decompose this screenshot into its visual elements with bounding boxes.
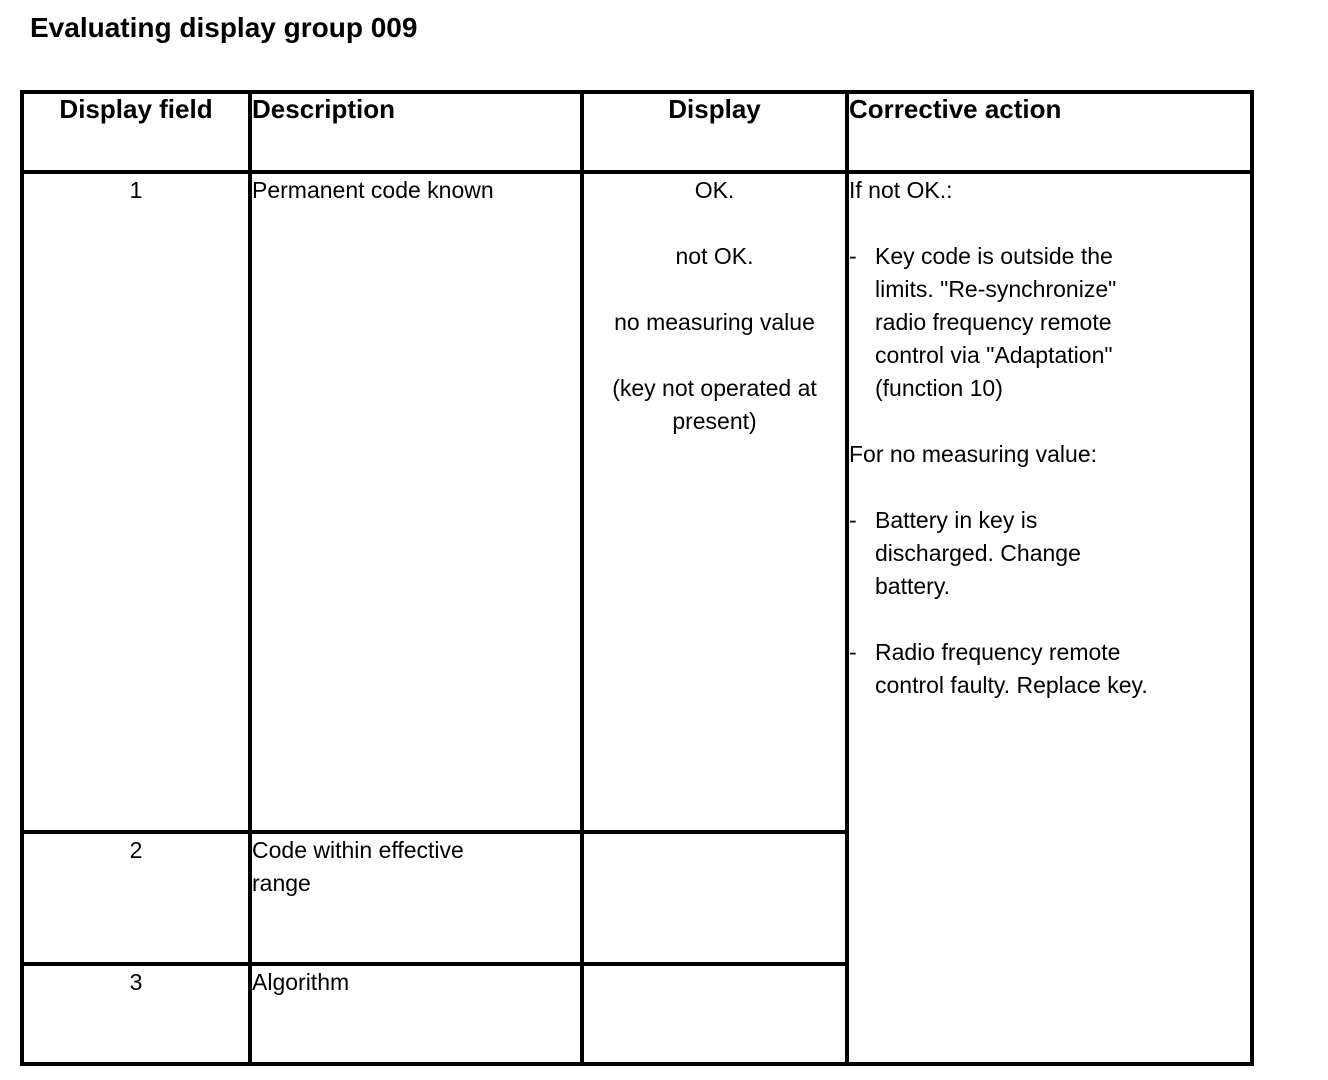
description-cell-2: Code within effective range	[248, 830, 584, 966]
table-header-row: Display field Description Display Correc…	[20, 90, 1254, 174]
corrective-bullet-text: Radio frequency remote control faulty. R…	[875, 639, 1148, 698]
table-row-1: 1 Permanent code known OK. not OK. no me…	[20, 170, 1254, 1066]
bullet-dash: -	[849, 243, 857, 269]
corrective-bullet-battery: - Battery in key is discharged. Change b…	[849, 504, 1248, 603]
display-field-number-3: 3	[20, 962, 252, 1066]
display-item-not-ok: not OK.	[675, 243, 754, 269]
corrective-bullet-key-code: - Key code is outside the limits. "Re-sy…	[849, 240, 1248, 405]
bullet-dash: -	[849, 639, 857, 665]
corrective-bullet-text: Battery in key is discharged. Change bat…	[875, 507, 1081, 599]
bullet-dash: -	[849, 507, 857, 533]
col-header-display-field: Display field	[20, 90, 252, 174]
display-item-key-not-operated: (key not operated at present)	[612, 375, 817, 434]
table-row-3: 3 Algorithm	[20, 962, 1252, 1066]
table-row-2: 2 Code within effective range	[20, 830, 1252, 966]
col-header-description: Description	[248, 90, 584, 174]
display-values-cell-2	[580, 830, 849, 966]
description-cell-3: Algorithm	[248, 962, 584, 1066]
display-group-table: Display field Description Display Correc…	[20, 90, 1254, 1066]
display-values-cell-1: OK. not OK. no measuring value (key not …	[580, 170, 849, 834]
corrective-action-cell: If not OK.: - Key code is outside the li…	[845, 170, 1254, 1066]
col-header-corrective-action: Corrective action	[845, 90, 1254, 174]
display-field-number-2: 2	[20, 830, 252, 966]
description-cell-1: Permanent code known	[248, 170, 584, 834]
corrective-intro-no-measuring-value: For no measuring value:	[849, 441, 1098, 467]
corrective-bullet-replace-key: - Radio frequency remote control faulty.…	[849, 636, 1248, 702]
display-field-number-1: 1	[20, 170, 252, 834]
display-item-no-measuring-value: no measuring value	[614, 309, 815, 335]
corrective-intro-if-not-ok: If not OK.:	[849, 177, 953, 203]
page-title: Evaluating display group 009	[30, 12, 418, 43]
corrective-bullet-text: Key code is outside the limits. "Re-sync…	[875, 243, 1117, 401]
display-values-cell-3	[580, 962, 849, 1066]
col-header-display: Display	[580, 90, 849, 174]
display-item-ok: OK.	[694, 177, 735, 203]
